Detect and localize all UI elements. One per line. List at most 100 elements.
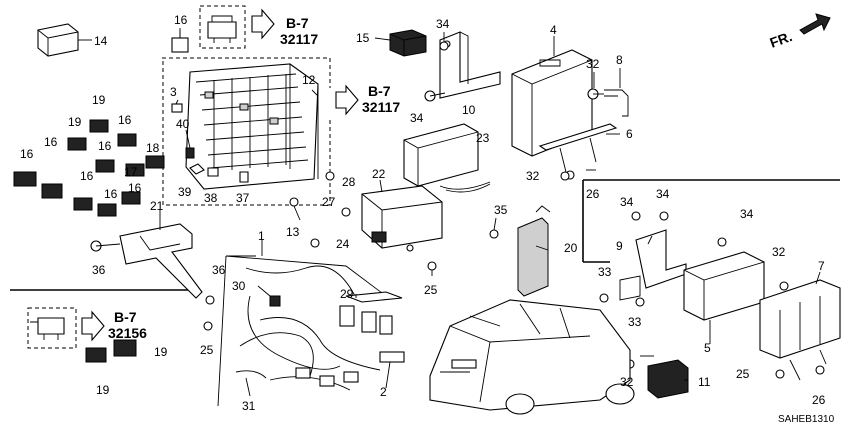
callout-21: 21 xyxy=(150,199,164,213)
callout-16-top: 16 xyxy=(174,13,188,27)
part-8-clip xyxy=(587,88,629,117)
callout-6: 6 xyxy=(626,127,633,141)
callout-34-b: 34 xyxy=(410,111,424,125)
callout-16-g: 16 xyxy=(128,181,142,195)
part-23-module xyxy=(403,123,491,193)
part-10-bracket xyxy=(424,31,501,102)
callout-12: 12 xyxy=(302,73,316,87)
callout-5: 5 xyxy=(704,341,711,355)
part-20-cover xyxy=(517,205,551,297)
mid-ref-code: 32117 xyxy=(362,99,400,115)
callout-24: 24 xyxy=(336,237,350,251)
callout-16-e: 16 xyxy=(80,169,94,183)
callout-34-d: 34 xyxy=(656,187,670,201)
part-9-bracket xyxy=(619,229,687,301)
callout-17: 17 xyxy=(124,165,138,179)
callout-labels: 14 16 3 12 40 19 19 16 16 16 16 17 18 16… xyxy=(20,13,826,413)
part-12-fuse-box xyxy=(185,63,319,190)
callout-23: 23 xyxy=(476,131,490,145)
left-ref-code: 32156 xyxy=(108,325,147,341)
direction-label: FR. xyxy=(768,28,795,51)
part-22-bracket xyxy=(361,185,443,252)
callout-19-b: 19 xyxy=(68,115,82,129)
left-connector-box xyxy=(27,307,105,349)
callout-19-c: 19 xyxy=(154,345,168,359)
section-lines xyxy=(10,179,840,291)
callout-8: 8 xyxy=(616,53,623,67)
callout-32-c: 32 xyxy=(772,245,786,259)
top-connector-box xyxy=(199,5,275,49)
callout-34-c: 34 xyxy=(620,195,634,209)
callout-11: 11 xyxy=(698,375,711,389)
callout-20: 20 xyxy=(564,241,578,255)
callout-25-a: 25 xyxy=(200,343,214,357)
callout-4: 4 xyxy=(550,23,557,37)
callout-35: 35 xyxy=(494,203,508,217)
part-7-bracket xyxy=(759,279,841,381)
car-silhouette xyxy=(429,299,635,415)
callout-31: 31 xyxy=(242,399,256,413)
part-4-ecu xyxy=(511,49,593,157)
part-5-unit xyxy=(683,251,765,321)
callout-16-d: 16 xyxy=(20,147,34,161)
callout-9: 9 xyxy=(616,239,623,253)
relay-cluster-left xyxy=(13,119,165,217)
part-1-harness xyxy=(217,255,405,407)
callout-33-a: 33 xyxy=(598,265,612,279)
callout-14: 14 xyxy=(94,34,108,48)
callout-18: 18 xyxy=(146,141,160,155)
callout-22: 22 xyxy=(372,167,386,181)
mid-ref-label: B-7 xyxy=(368,83,391,99)
callout-3: 3 xyxy=(170,85,177,99)
callout-13: 13 xyxy=(286,225,300,239)
callout-38: 38 xyxy=(204,191,218,205)
callout-39: 39 xyxy=(178,185,192,199)
diagram-code: SAHEB1310 xyxy=(778,414,835,425)
callout-26-a: 26 xyxy=(586,187,600,201)
callout-1: 1 xyxy=(258,229,265,243)
callout-32-d: 32 xyxy=(620,375,634,389)
callout-15: 15 xyxy=(356,31,370,45)
callout-36-b: 36 xyxy=(212,263,226,277)
top-ref-label: B-7 xyxy=(286,15,309,31)
callout-2: 2 xyxy=(380,385,387,399)
callout-37: 37 xyxy=(236,191,250,205)
callout-16-f: 16 xyxy=(104,187,118,201)
part-15-unit xyxy=(374,29,427,57)
callout-7: 7 xyxy=(818,259,825,273)
callout-32-a: 32 xyxy=(586,57,600,71)
part-14-relay xyxy=(37,23,92,57)
direction-arrow xyxy=(799,13,831,35)
callout-10: 10 xyxy=(462,103,476,117)
part-21-bracket xyxy=(90,223,203,299)
top-ref-code: 32117 xyxy=(280,31,318,47)
callout-16-b: 16 xyxy=(44,135,58,149)
callout-19-a: 19 xyxy=(92,93,106,107)
callout-28: 28 xyxy=(342,175,356,189)
callout-16-c: 16 xyxy=(98,139,112,153)
callout-40: 40 xyxy=(176,117,190,131)
callout-19-d: 19 xyxy=(96,383,110,397)
callout-26-b: 26 xyxy=(812,393,826,407)
callout-32-b: 32 xyxy=(526,169,540,183)
reference-codes: B-7 32117 B-7 32117 B-7 32156 FR. SAHEB1… xyxy=(108,15,835,425)
part-11-module xyxy=(640,355,689,399)
callout-16-a: 16 xyxy=(118,113,132,127)
bolts xyxy=(203,41,825,379)
relay-cluster-bottom xyxy=(85,339,137,363)
callout-25-c: 25 xyxy=(736,367,750,381)
callout-27: 27 xyxy=(322,195,336,209)
callout-34-e: 34 xyxy=(740,207,754,221)
callout-29: 29 xyxy=(340,287,354,301)
left-ref-label: B-7 xyxy=(114,309,137,325)
leader-lines xyxy=(159,28,821,397)
fuse-box-frame xyxy=(162,57,331,206)
fuse-box-small-parts xyxy=(171,103,249,183)
mid-ref-arrow xyxy=(335,84,359,116)
callout-25-b: 25 xyxy=(424,283,438,297)
callout-30: 30 xyxy=(232,279,246,293)
callout-34-a: 34 xyxy=(436,17,450,31)
callout-36-a: 36 xyxy=(92,263,106,277)
callout-33-b: 33 xyxy=(628,315,642,329)
